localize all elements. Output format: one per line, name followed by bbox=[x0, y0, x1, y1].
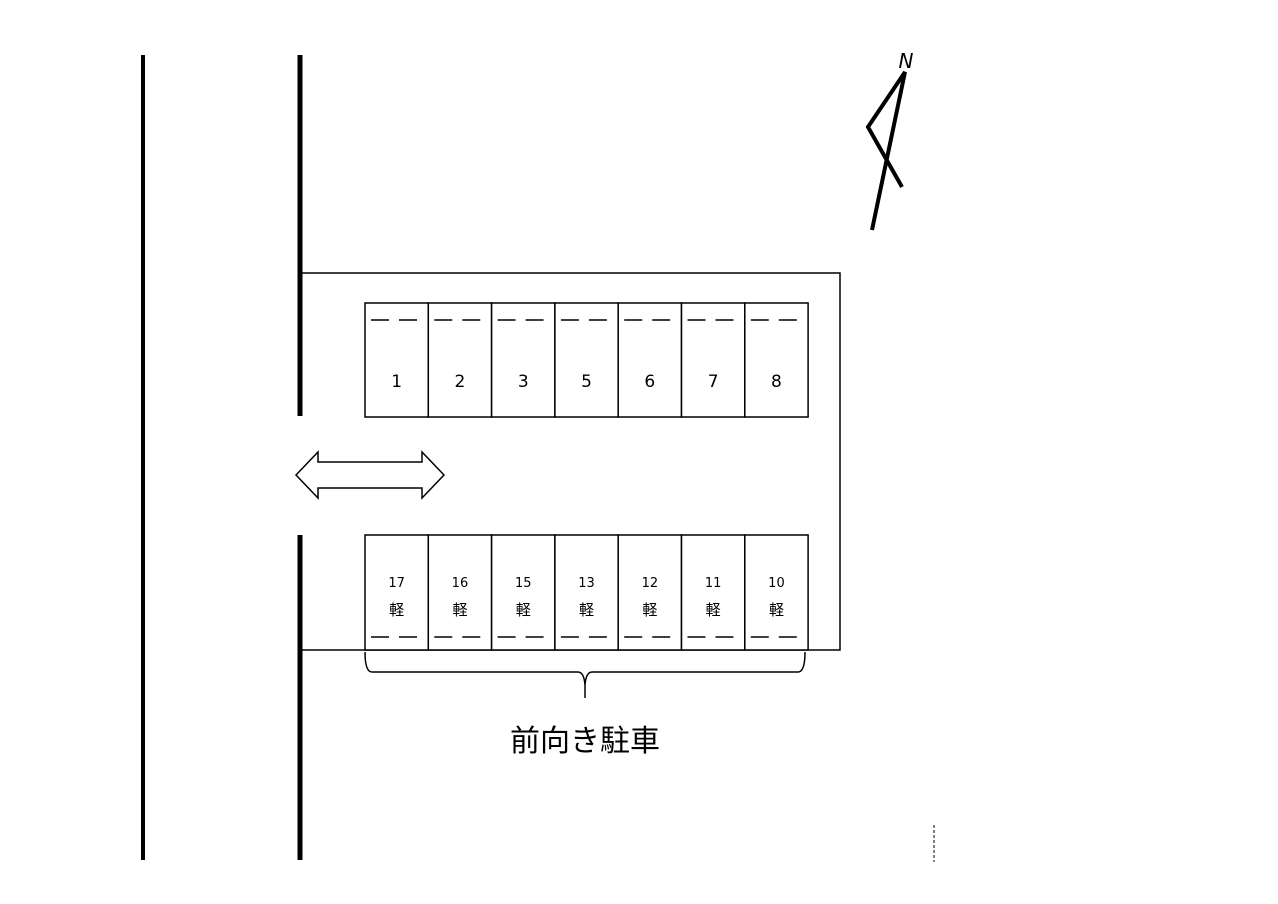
parking-stall bbox=[554, 302, 619, 418]
parking-stall bbox=[364, 302, 430, 418]
brace bbox=[364, 651, 806, 698]
stall-number: 7 bbox=[708, 372, 719, 392]
front-parking-label: 前向き駐車 bbox=[510, 724, 660, 759]
stall-number: 2 bbox=[455, 372, 466, 392]
parking-stall bbox=[554, 534, 619, 651]
stall-number: 6 bbox=[644, 372, 655, 392]
stall-type-kei: 軽 bbox=[769, 601, 784, 619]
stall-number: 11 bbox=[705, 576, 722, 591]
parking-stall bbox=[744, 534, 809, 651]
stall-number: 13 bbox=[578, 576, 595, 591]
stall-type-kei: 軽 bbox=[579, 601, 594, 619]
stall-type-kei: 軽 bbox=[706, 601, 721, 619]
stall-number: 16 bbox=[452, 576, 469, 591]
north-arrow-icon bbox=[865, 70, 907, 231]
stall-number: 1 bbox=[391, 372, 402, 392]
parking-stall bbox=[617, 302, 683, 418]
double-headed-arrow-icon bbox=[294, 450, 446, 500]
parking-stall bbox=[617, 534, 683, 651]
stall-type-kei: 軽 bbox=[389, 601, 404, 619]
stall-number: 17 bbox=[388, 576, 405, 591]
stall-number: 8 bbox=[771, 372, 782, 392]
stall-number: 15 bbox=[515, 576, 532, 591]
stall-type-kei: 軽 bbox=[642, 601, 657, 619]
stall-type-kei: 軽 bbox=[516, 601, 531, 619]
stall-number: 10 bbox=[768, 576, 785, 591]
stall-number: 5 bbox=[581, 372, 592, 392]
stall-type-kei: 軽 bbox=[452, 601, 467, 619]
parking-stall bbox=[364, 534, 430, 651]
parking-stall bbox=[744, 302, 809, 418]
north-label: N bbox=[899, 49, 914, 73]
parking-stall bbox=[680, 534, 746, 651]
parking-stall bbox=[490, 534, 556, 651]
parking-stall bbox=[427, 534, 493, 651]
stall-number: 12 bbox=[642, 576, 659, 591]
stall-number: 3 bbox=[518, 372, 529, 392]
